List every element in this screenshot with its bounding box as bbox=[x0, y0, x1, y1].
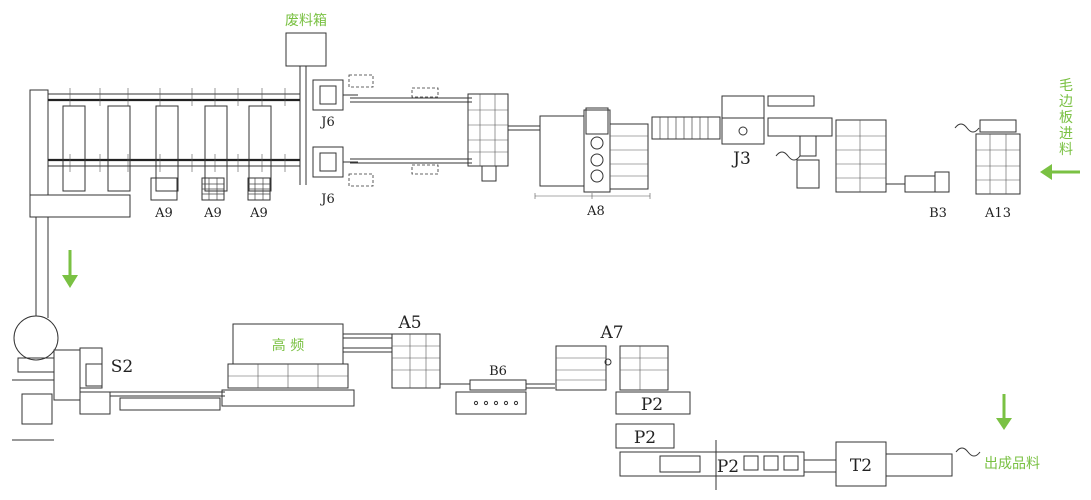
svg-text:J3: J3 bbox=[731, 149, 751, 169]
svg-text:高 频: 高 频 bbox=[272, 337, 304, 354]
a7-station: A7 bbox=[555, 323, 669, 391]
top-conveyor-rails bbox=[48, 88, 300, 192]
a9-unit-1: A9 bbox=[150, 177, 178, 221]
finished-outfeed-label: 出成品料 bbox=[984, 456, 1040, 472]
svg-text:料: 料 bbox=[1059, 142, 1073, 158]
svg-text:A9: A9 bbox=[154, 206, 173, 221]
svg-text:B6: B6 bbox=[489, 364, 507, 379]
a8-station: A8 bbox=[467, 93, 651, 219]
j3-b3-transfer bbox=[767, 117, 905, 193]
b3-station: B3 bbox=[904, 171, 950, 221]
a9-unit-2: A9 bbox=[201, 177, 225, 221]
waste-box-label: 废料箱 bbox=[285, 13, 327, 29]
p2-station-1: P2 bbox=[615, 391, 691, 415]
j3-machine: J3 bbox=[721, 95, 815, 169]
svg-text:A5: A5 bbox=[397, 313, 421, 333]
svg-text:A9: A9 bbox=[249, 206, 268, 221]
rails-to-a8 bbox=[350, 87, 472, 175]
svg-text:A8: A8 bbox=[586, 204, 605, 219]
svg-text:J6: J6 bbox=[319, 115, 334, 130]
svg-text:毛: 毛 bbox=[1059, 78, 1073, 94]
svg-text:A9: A9 bbox=[203, 206, 222, 221]
j6-machine-top: J6 bbox=[312, 79, 358, 130]
svg-text:A13: A13 bbox=[984, 206, 1011, 221]
rails-to-a5 bbox=[343, 333, 392, 353]
a5-station: A5 bbox=[391, 313, 470, 389]
waste-box bbox=[285, 32, 327, 67]
svg-text:P2: P2 bbox=[634, 428, 656, 448]
svg-text:P2: P2 bbox=[717, 457, 739, 477]
green-down-arrow-icon bbox=[996, 394, 1012, 430]
svg-text:进: 进 bbox=[1059, 126, 1073, 142]
svg-text:边: 边 bbox=[1059, 94, 1073, 110]
b6-station: B6 bbox=[455, 364, 555, 415]
a9-unit-3: A9 bbox=[247, 177, 271, 221]
svg-text:J6: J6 bbox=[319, 192, 334, 207]
svg-text:B3: B3 bbox=[929, 206, 947, 221]
svg-text:板: 板 bbox=[1059, 110, 1073, 126]
p2-station-3: P2 bbox=[619, 440, 805, 490]
svg-text:S2: S2 bbox=[111, 357, 133, 377]
left-frame bbox=[29, 89, 131, 318]
a13-station: A13 bbox=[954, 119, 1021, 221]
high-frequency-press: 高 频 bbox=[221, 323, 355, 407]
s2-station: S2 bbox=[12, 315, 133, 441]
p2-station-2: P2 bbox=[615, 423, 675, 449]
svg-text:P2: P2 bbox=[641, 395, 663, 415]
svg-text:T2: T2 bbox=[850, 456, 872, 476]
t2-station: T2 bbox=[804, 441, 981, 487]
j6-machine-bottom: J6 bbox=[312, 146, 358, 207]
raw-board-infeed-label: 毛 边 板 进 料 bbox=[1059, 78, 1073, 158]
conveyor-to-high-frequency bbox=[110, 391, 225, 411]
green-down-arrow-icon bbox=[62, 250, 78, 288]
green-left-arrow-icon bbox=[1040, 164, 1080, 180]
conveyor-to-j3 bbox=[651, 116, 721, 140]
svg-text:A7: A7 bbox=[599, 323, 623, 343]
